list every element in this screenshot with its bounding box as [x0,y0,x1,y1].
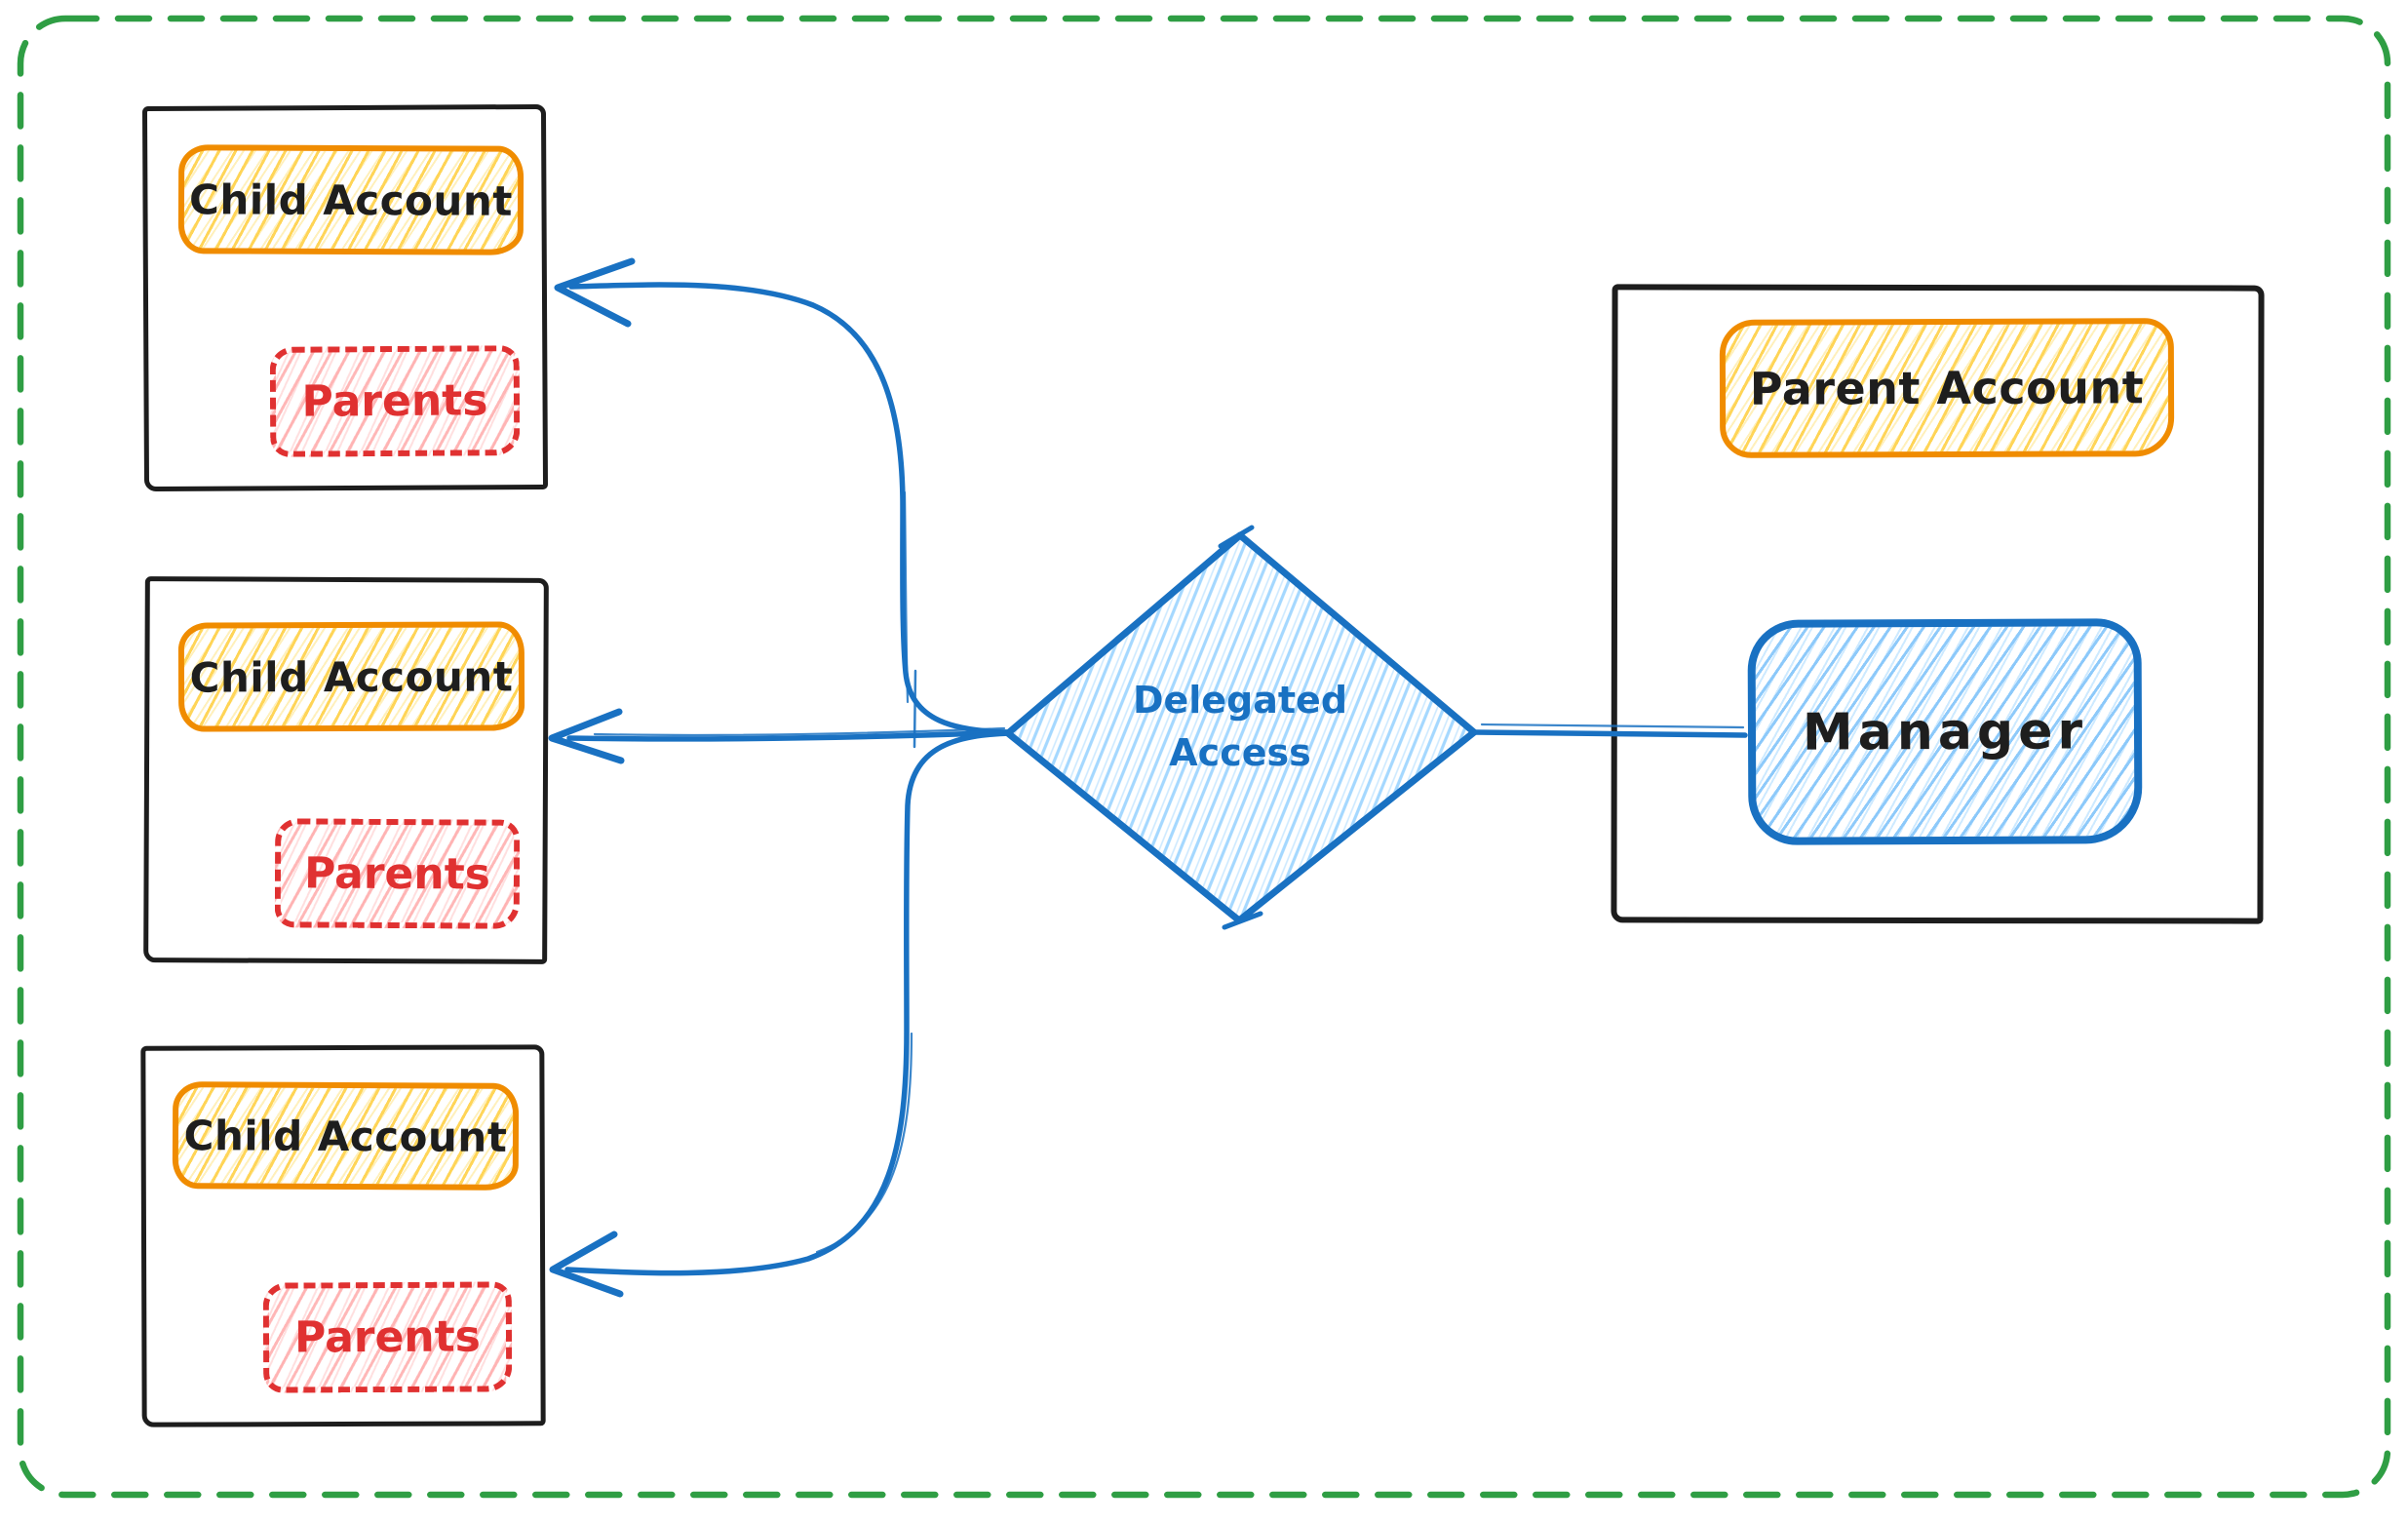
arrow-to-child-2[interactable] [548,669,1013,764]
parents-label-1: Parents [301,375,488,427]
parents-box-1[interactable]: Parents [269,345,521,457]
arrow-to-child-1[interactable] [554,257,1013,735]
parents-label-2: Parents [303,847,491,900]
manager-label: Manager [1802,701,2088,762]
parent-account-pill[interactable]: Parent Account [1719,318,2175,458]
arrowhead-child-2-icon [548,708,625,764]
delegated-access-label: Delegated Access [1132,679,1348,774]
child-account-label-3: Child Account [183,1111,508,1161]
child-account-pill-1[interactable]: Child Account [177,144,524,255]
child-account-pill-3[interactable]: Child Account [172,1081,520,1191]
parents-box-3[interactable]: Parents [262,1281,513,1393]
arrowhead-child-1-icon [554,257,636,328]
arrow-to-child-3[interactable] [549,730,1013,1298]
parents-label-3: Parents [293,1311,482,1363]
child-account-label-1: Child Account [189,175,513,225]
manager-node[interactable]: Manager [1747,618,2143,845]
arrowhead-child-3-icon [549,1231,624,1298]
parent-account-label: Parent Account [1749,361,2145,415]
parents-box-2[interactable]: Parents [274,818,521,929]
child-account-label-2: Child Account [189,651,514,702]
child-account-pill-2[interactable]: Child Account [177,621,525,732]
